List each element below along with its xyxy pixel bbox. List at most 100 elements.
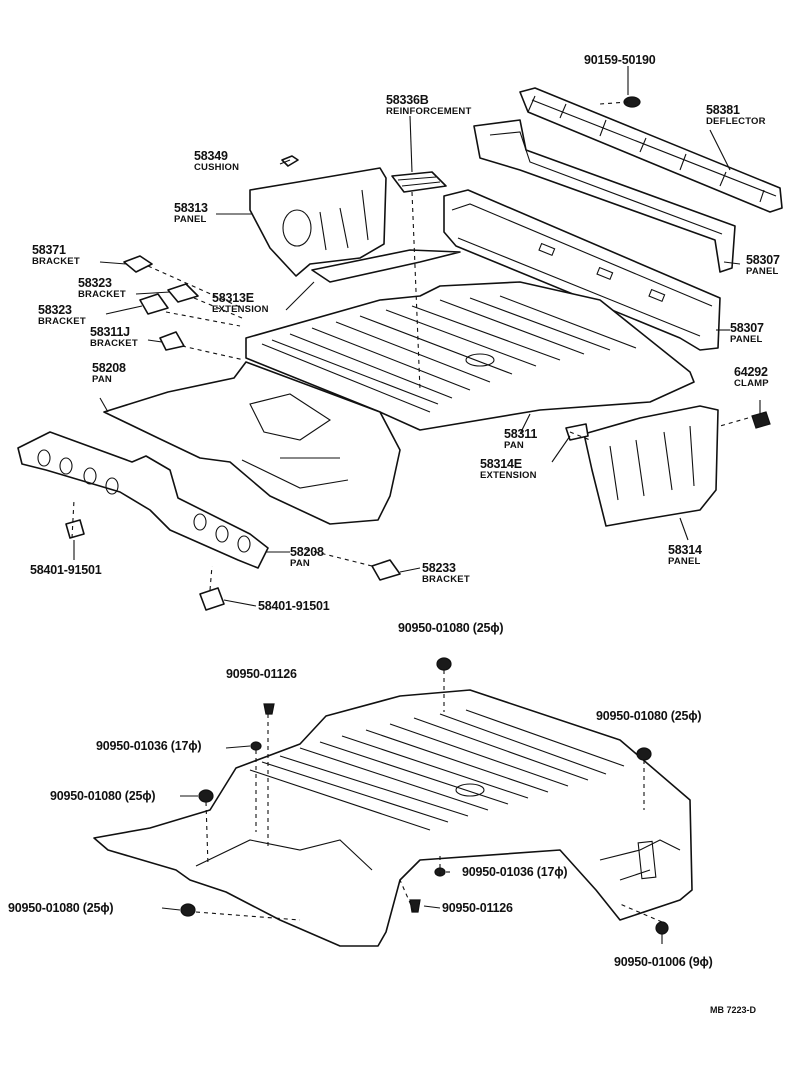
deflector-part bbox=[519, 87, 783, 213]
drawing-reference: MB 7223-D bbox=[710, 1005, 757, 1015]
part-number: 90950-01080 (25ϕ) bbox=[50, 789, 156, 803]
label-grommet-top: 90950-01080 (25ϕ) bbox=[398, 621, 504, 635]
part-number: 90950-01036 (17ϕ) bbox=[96, 739, 202, 753]
label-64292: 64292 CLAMP bbox=[734, 366, 769, 388]
grommet-25-right-icon bbox=[636, 747, 652, 761]
label-58323-lower: 58323 BRACKET bbox=[38, 304, 86, 326]
part-description: BRACKET bbox=[78, 288, 126, 300]
grommet-9-icon bbox=[655, 921, 669, 935]
part-number: 64292 bbox=[734, 365, 768, 379]
label-58208-lower: 58208 PAN bbox=[290, 546, 324, 568]
label-grommet-01126-upper: 90950-01126 bbox=[226, 668, 297, 681]
part-number: 90950-01080 (25ϕ) bbox=[398, 621, 504, 635]
grommet-17-left-icon bbox=[250, 741, 262, 751]
part-description: PAN bbox=[504, 439, 524, 451]
leader-lines bbox=[73, 66, 761, 944]
bracket-58371-part bbox=[123, 255, 153, 273]
part-number: 90950-01126 bbox=[442, 901, 513, 915]
lower-rear-panel-part bbox=[443, 189, 721, 351]
grommet-25-bottom-icon bbox=[180, 903, 196, 917]
left-side-panel-part bbox=[249, 167, 387, 277]
part-number: 58371 bbox=[32, 243, 66, 257]
right-side-panel-part bbox=[583, 405, 719, 527]
part-number: 58208 bbox=[290, 545, 324, 559]
left-floor-pan-part bbox=[103, 361, 401, 525]
grommet-01126-upper-icon bbox=[263, 703, 275, 715]
part-description: EXTENSION bbox=[212, 303, 269, 315]
grommet-25-left-icon bbox=[198, 789, 214, 803]
part-description: CLAMP bbox=[734, 377, 769, 389]
label-grommet-01126-lower: 90950-01126 bbox=[442, 902, 513, 915]
label-grommet-25-left: 90950-01080 (25ϕ) bbox=[50, 789, 156, 803]
label-90159-50190: 90159-50190 bbox=[584, 53, 656, 67]
part-number: 58336B bbox=[386, 93, 429, 107]
label-58401-upper: 58401-91501 bbox=[30, 563, 102, 577]
part-number: 58311J bbox=[90, 325, 130, 339]
part-description: PAN bbox=[290, 557, 310, 569]
part-number: 58233 bbox=[422, 561, 456, 575]
part-description: PANEL bbox=[746, 265, 779, 277]
label-58371: 58371 BRACKET bbox=[32, 244, 80, 266]
label-58336b: 58336B REINFORCEMENT bbox=[386, 94, 471, 116]
part-number: 90950-01080 (25ϕ) bbox=[8, 901, 114, 915]
label-58313e: 58313E EXTENSION bbox=[212, 292, 269, 314]
label-58314: 58314 PANEL bbox=[668, 544, 702, 566]
part-number: 58307 bbox=[730, 321, 764, 335]
part-number: 58381 bbox=[706, 103, 740, 117]
bracket-58311j-part bbox=[159, 331, 185, 351]
part-number: 58208 bbox=[92, 361, 126, 375]
part-number: 58314 bbox=[668, 543, 702, 557]
part-number: 90159-50190 bbox=[584, 53, 656, 67]
label-58307-upper: 58307 PANEL bbox=[746, 254, 780, 276]
part-description: REINFORCEMENT bbox=[386, 105, 472, 117]
assembly-guides bbox=[71, 101, 749, 923]
label-58314e: 58314E EXTENSION bbox=[480, 458, 537, 480]
part-number: 58313E bbox=[212, 291, 254, 305]
part-description: CUSHION bbox=[194, 161, 240, 173]
part-number: 90950-01126 bbox=[226, 667, 297, 681]
part-description: DEFLECTOR bbox=[706, 115, 766, 127]
part-number: 90950-01006 (9ϕ) bbox=[614, 955, 713, 969]
part-description: EXTENSION bbox=[480, 469, 537, 481]
label-58381: 58381 DEFLECTOR bbox=[706, 104, 766, 126]
main-floor-pan-part bbox=[245, 281, 695, 431]
cushion-part bbox=[281, 155, 299, 167]
part-number: 58401-91501 bbox=[258, 599, 330, 613]
part-number: 58401-91501 bbox=[30, 563, 102, 577]
mount-58401-lower-part bbox=[199, 587, 225, 611]
left-extension-part bbox=[311, 249, 461, 283]
part-description: PANEL bbox=[174, 213, 207, 225]
part-description: BRACKET bbox=[422, 573, 470, 585]
label-58233: 58233 BRACKET bbox=[422, 562, 470, 584]
reinforcement-part bbox=[391, 171, 447, 193]
right-extension-part bbox=[565, 423, 589, 441]
label-58311: 58311 PAN bbox=[504, 428, 537, 450]
grommet-01126-lower-icon bbox=[409, 899, 421, 913]
part-description: BRACKET bbox=[38, 315, 86, 327]
part-description: PANEL bbox=[730, 333, 763, 345]
part-number: 90950-01036 (17ϕ) bbox=[462, 865, 568, 879]
label-58313: 58313 PANEL bbox=[174, 202, 208, 224]
label-grommet-17-left: 90950-01036 (17ϕ) bbox=[96, 739, 202, 753]
part-description: PANEL bbox=[668, 555, 701, 567]
label-grommet-17-right: 90950-01036 (17ϕ) bbox=[462, 865, 568, 879]
label-grommet-9: 90950-01006 (9ϕ) bbox=[614, 956, 713, 969]
label-grommet-25-bottom: 90950-01080 (25ϕ) bbox=[8, 901, 114, 915]
part-number: 58349 bbox=[194, 149, 228, 163]
bracket-58233-part bbox=[371, 559, 401, 581]
label-grommet-25-right: 90950-01080 (25ϕ) bbox=[596, 710, 702, 723]
bracket-58323-upper-part bbox=[167, 283, 199, 303]
mount-58401-upper-part bbox=[65, 519, 85, 539]
part-number: 58307 bbox=[746, 253, 780, 267]
bracket-58323-lower-part bbox=[139, 293, 169, 315]
label-58349: 58349 CUSHION bbox=[194, 150, 239, 172]
part-number: 58323 bbox=[38, 303, 72, 317]
label-58323-upper: 58323 BRACKET bbox=[78, 277, 126, 299]
part-description: PAN bbox=[92, 373, 112, 385]
part-number: 58323 bbox=[78, 276, 112, 290]
part-number: 58311 bbox=[504, 427, 538, 441]
label-58307-lower: 58307 PANEL bbox=[730, 322, 764, 344]
label-58208-upper: 58208 PAN bbox=[92, 362, 126, 384]
